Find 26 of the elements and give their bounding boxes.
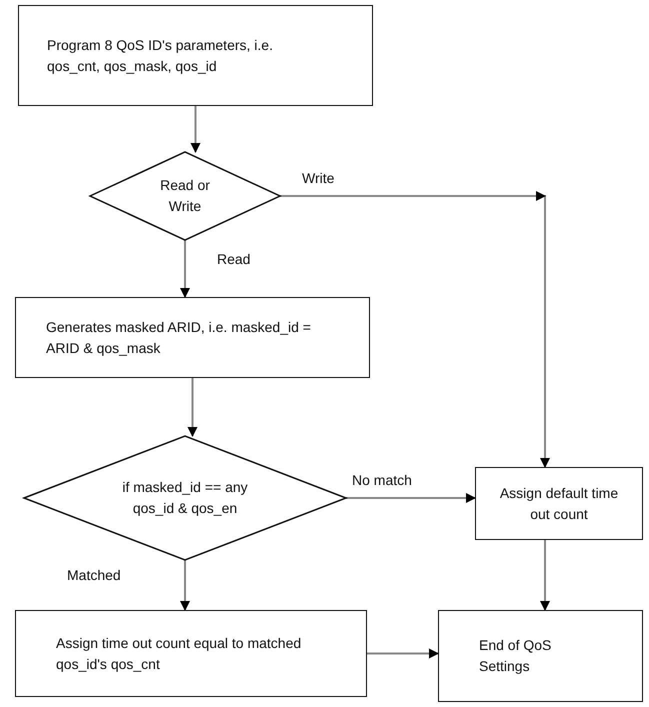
node-text: Assign time out count equal to matched qos_id's qos_cnt: [56, 634, 302, 674]
process-box: [475, 467, 643, 540]
arrow: [180, 560, 190, 611]
node-text: Read or Write: [159, 176, 211, 216]
arrow: [188, 378, 198, 437]
decision-diamond: [90, 152, 280, 240]
decision-diamond: [24, 436, 346, 560]
node-text: Program 8 QoS ID's parameters, i.e. qos_cnt, qos_mask, qos_id: [47, 36, 274, 76]
node-text: Assign default time out count: [498, 484, 620, 524]
arrow: [346, 493, 476, 503]
arrow: [540, 540, 550, 611]
edge-label: No match: [350, 472, 414, 488]
process-box: [15, 297, 370, 378]
node-text: End of QoS Settings: [479, 636, 552, 676]
process-box: [438, 610, 643, 702]
edge-label: Write: [300, 170, 336, 186]
arrow: [367, 648, 439, 658]
node-text: Generates masked ARID, i.e. masked_id = ARID & qos_mask: [46, 318, 312, 358]
arrow: [190, 106, 200, 153]
process-box: [18, 5, 373, 106]
process-box: [15, 610, 367, 697]
arrow: [180, 240, 190, 298]
arrow: [280, 191, 550, 467]
edge-label: Matched: [65, 567, 123, 583]
edge-label: Read: [215, 250, 252, 266]
node-text: if masked_id == any qos_id & qos_en: [121, 478, 249, 518]
